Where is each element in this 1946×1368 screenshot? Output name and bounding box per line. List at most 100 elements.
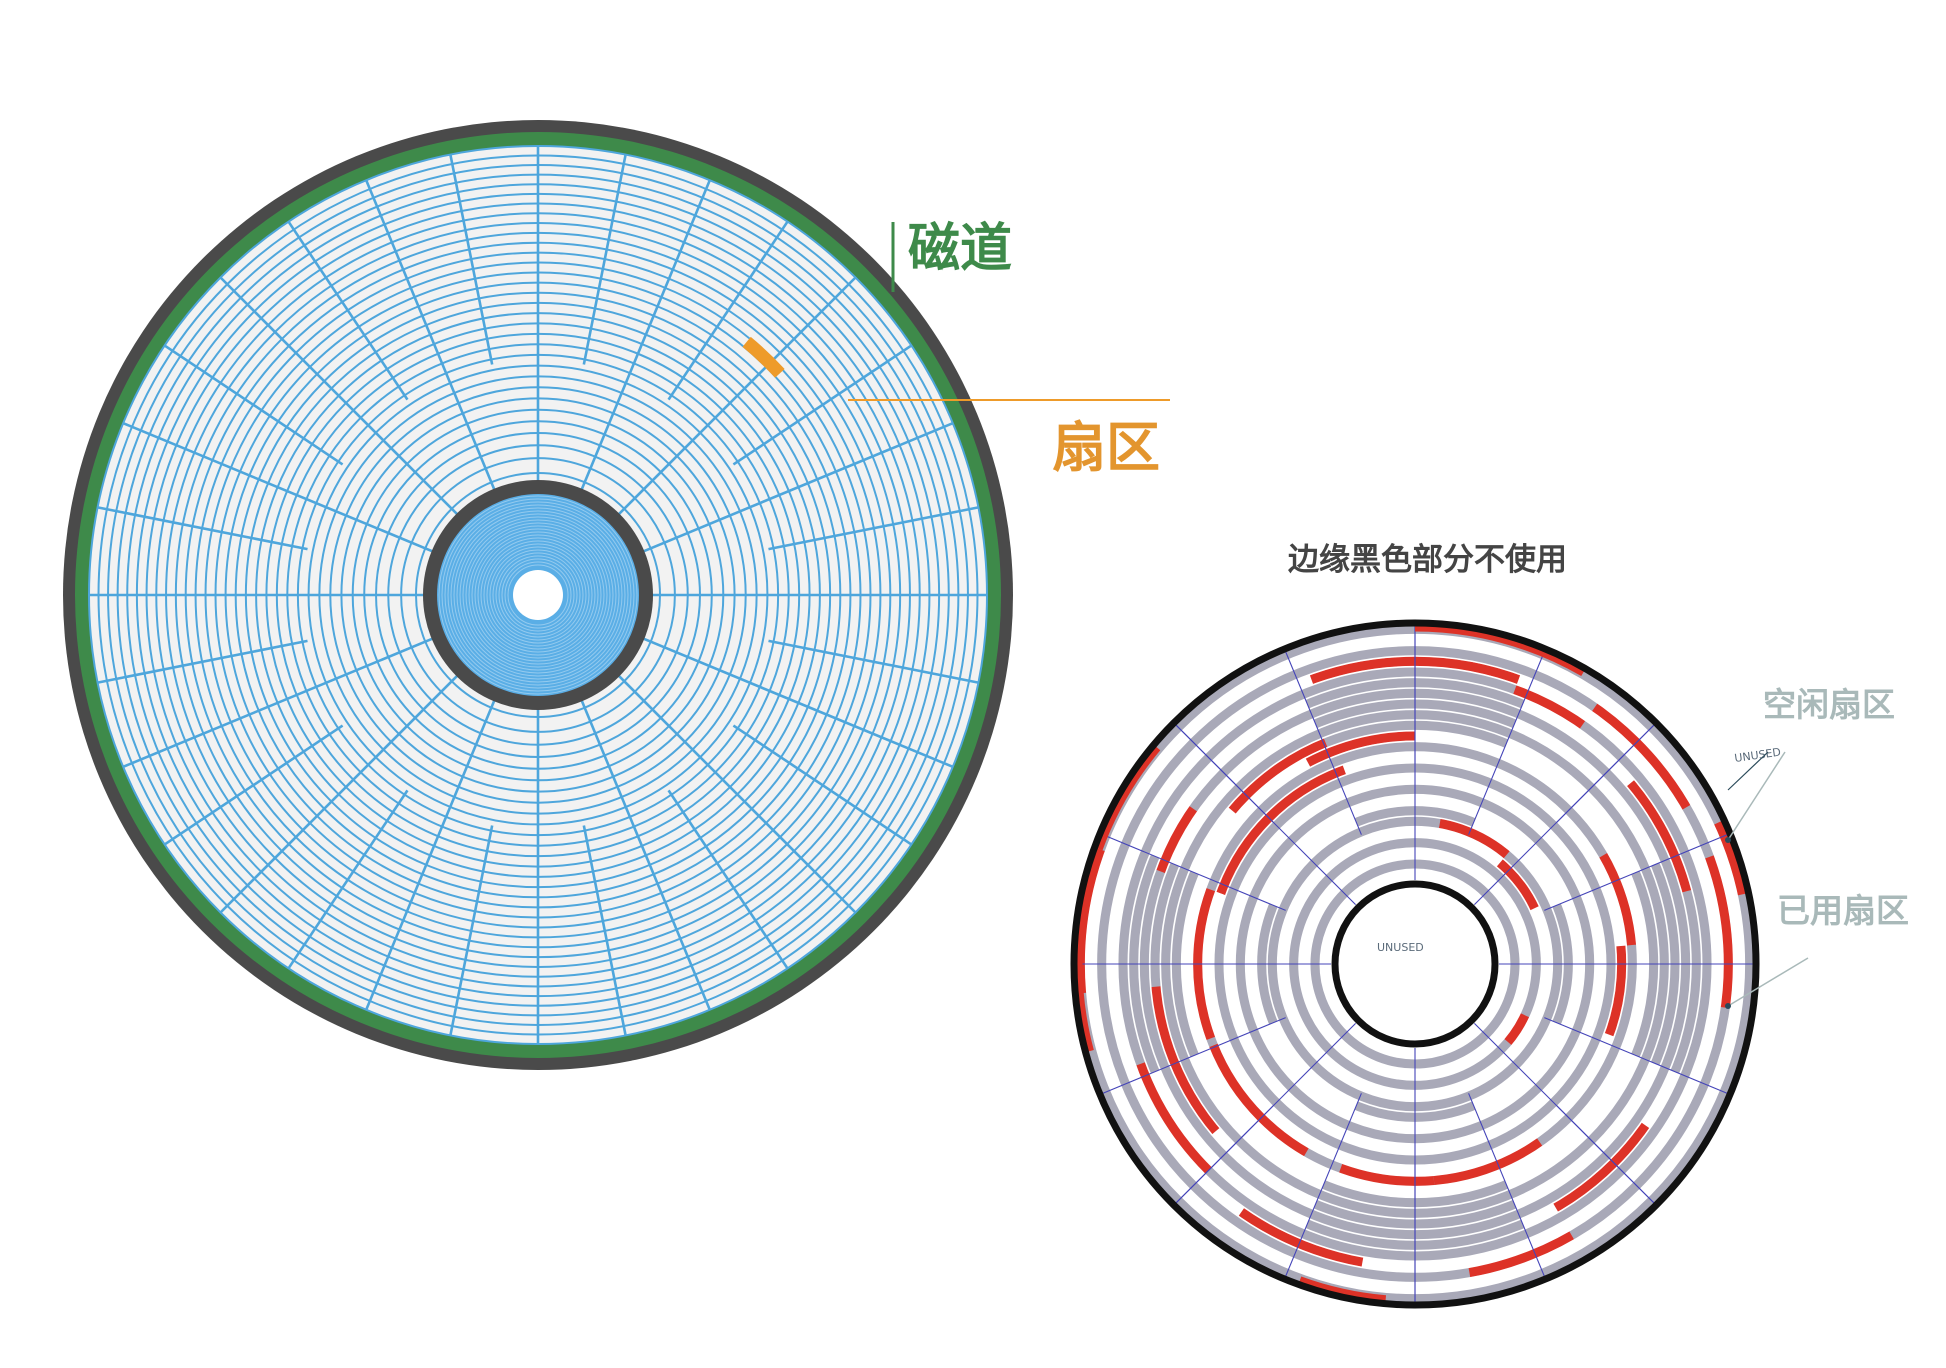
sector-divider xyxy=(582,825,627,1036)
used-sector-leader xyxy=(1727,957,1809,1007)
free-sector-leader xyxy=(1727,751,1786,841)
hub-ring xyxy=(477,534,599,656)
unused-label-center: UNUSED xyxy=(1377,941,1424,954)
sector-divider xyxy=(163,724,344,846)
sector-divider xyxy=(122,636,436,769)
sector-divider xyxy=(1599,833,1730,888)
hub-ring xyxy=(486,543,590,647)
disk-2-sector-grid xyxy=(1075,624,1755,1304)
used-sector xyxy=(1136,1062,1212,1174)
hub-ring xyxy=(441,498,635,692)
sector-divider xyxy=(1556,723,1656,823)
hub-ring xyxy=(456,513,620,677)
used-sector xyxy=(1553,1122,1650,1212)
sector-divider xyxy=(163,344,344,466)
rim-used-mark xyxy=(1298,1276,1387,1303)
sector-divider xyxy=(1284,649,1339,780)
used-sector xyxy=(1604,945,1627,1037)
used-sector xyxy=(1438,818,1510,859)
sector-divider xyxy=(1491,649,1546,780)
used-sector xyxy=(1216,828,1261,896)
sector-divider xyxy=(579,697,712,1011)
sector-divider xyxy=(1468,779,1493,835)
used-sector xyxy=(1626,780,1692,893)
hub-ring xyxy=(498,555,578,635)
used-sector xyxy=(1339,1163,1435,1187)
used-sector-dot xyxy=(1725,1003,1731,1009)
used-sector xyxy=(1599,852,1637,946)
sector-divider xyxy=(732,724,913,846)
sector-divider xyxy=(364,697,497,1011)
free-sector-dot xyxy=(1725,837,1731,843)
hub-ring xyxy=(492,549,584,641)
sector-divider xyxy=(287,220,409,401)
used-sector xyxy=(1713,820,1748,896)
sector-divider xyxy=(287,789,409,970)
disk-1 xyxy=(63,120,1013,1070)
sector-divider xyxy=(1556,1105,1656,1205)
disk-2-title: 边缘黑色部分不使用 xyxy=(1288,542,1567,578)
disk-1-highlighted-sector xyxy=(742,336,785,378)
sector-divider xyxy=(579,179,712,493)
sector-divider xyxy=(732,344,913,466)
used-sector xyxy=(1468,1231,1575,1278)
sector-divider xyxy=(1174,1105,1274,1205)
rim-used-mark xyxy=(1075,934,1094,1052)
hub-ring xyxy=(471,528,605,662)
used-sector xyxy=(1433,1138,1543,1186)
sector-divider xyxy=(97,506,308,551)
sector-divider xyxy=(616,673,857,914)
unused-pointer xyxy=(1727,751,1769,791)
hub-ring xyxy=(480,537,596,653)
hub-ring xyxy=(495,552,581,638)
hub-ring xyxy=(462,519,614,671)
rim-used-mark xyxy=(1414,624,1585,677)
disk-2-rim xyxy=(1070,619,1760,1309)
sector-divider xyxy=(1544,886,1600,911)
disk-2 xyxy=(1070,619,1760,1309)
disk-1-hub-rings xyxy=(438,495,638,695)
sector-divider xyxy=(582,154,627,365)
used-sector xyxy=(1496,859,1539,911)
sector-divider xyxy=(1337,779,1362,835)
disk-1-sector-dividers xyxy=(89,146,987,1044)
used-sector xyxy=(1504,1013,1530,1046)
track-label: 磁道 xyxy=(908,219,1012,279)
sector-divider xyxy=(1174,723,1274,823)
sector-divider xyxy=(364,179,497,493)
used-sector xyxy=(1228,738,1328,814)
sector-divider xyxy=(1100,833,1231,888)
rim-used-mark xyxy=(1095,745,1161,851)
sector-divider xyxy=(1230,886,1286,911)
sector-divider xyxy=(640,421,954,554)
used-sector xyxy=(1513,685,1586,729)
sector-divider xyxy=(449,825,494,1036)
sector-divider xyxy=(667,789,789,970)
sector-divider xyxy=(449,154,494,365)
unused-label-rim: UNUSED xyxy=(1734,746,1782,765)
disk-1-spindle-hole xyxy=(513,570,563,620)
sector-divider xyxy=(219,276,460,517)
hub-ring xyxy=(450,507,626,683)
sector-divider xyxy=(97,639,308,684)
hub-ring xyxy=(501,558,575,632)
hub-ring xyxy=(474,531,602,659)
used-sector xyxy=(1305,731,1416,767)
hub-ring xyxy=(507,564,569,626)
sector-divider xyxy=(768,639,979,684)
sector-divider xyxy=(1284,1148,1339,1279)
sector-divider xyxy=(667,220,789,401)
used-sector xyxy=(1209,1043,1309,1157)
sector-divider xyxy=(1100,1040,1231,1095)
used-sector xyxy=(1591,703,1691,810)
sector-divider xyxy=(1544,1017,1600,1042)
disk-2-rim-marks xyxy=(1075,624,1585,1303)
used-sector-label: 已用扇区 xyxy=(1777,891,1909,930)
hub-ring xyxy=(453,510,623,680)
hub-ring xyxy=(447,504,629,686)
hub-ring xyxy=(465,522,611,668)
sector-divider xyxy=(219,673,460,914)
sector-label: 扇区 xyxy=(1052,416,1160,479)
sector-divider xyxy=(122,421,436,554)
hub-ring xyxy=(504,561,572,629)
